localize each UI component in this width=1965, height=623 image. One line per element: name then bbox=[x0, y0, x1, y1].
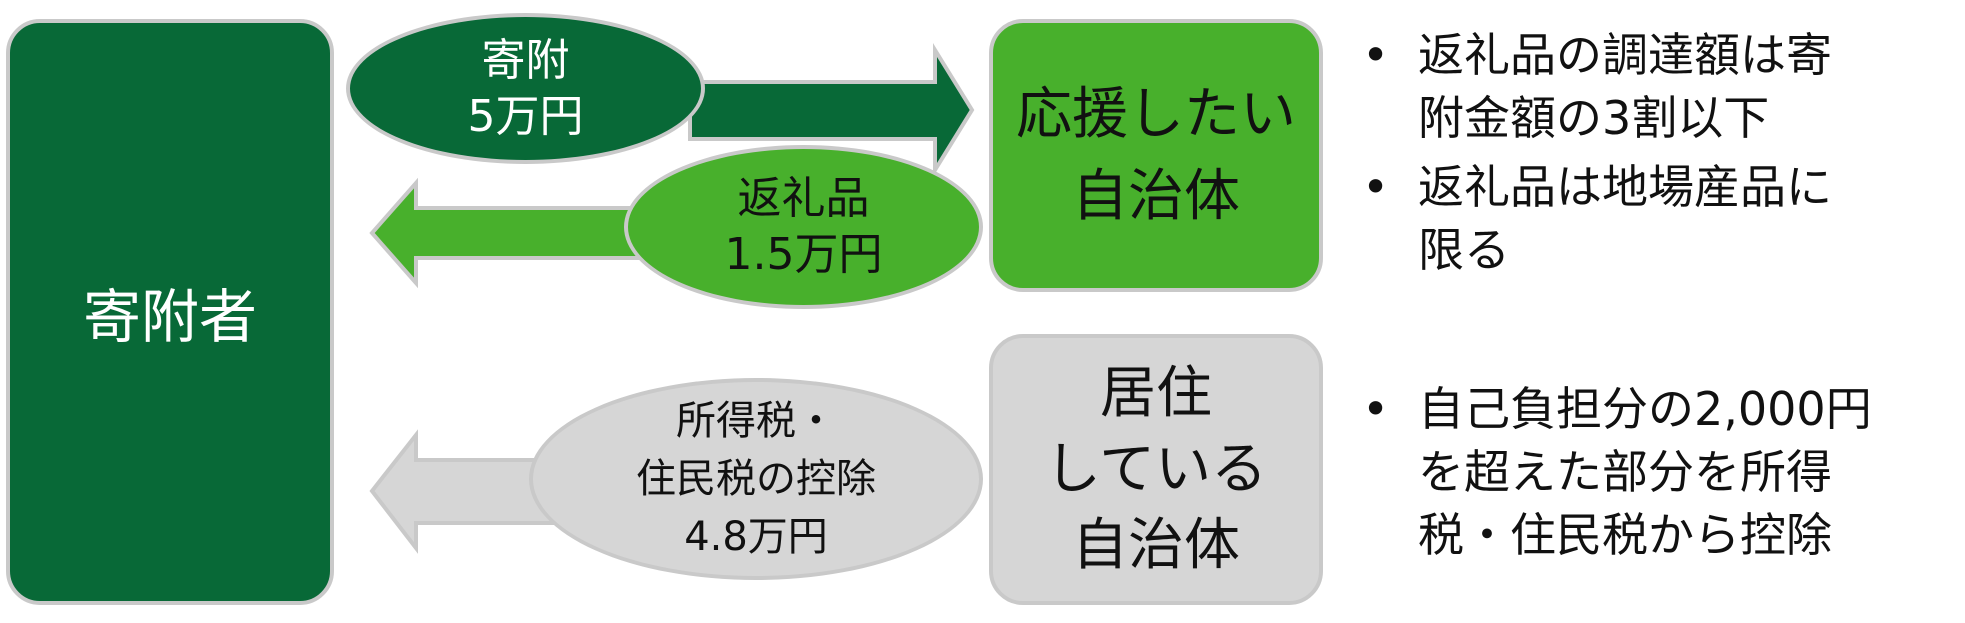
resident-municipality-line3: 自治体 bbox=[1072, 512, 1240, 578]
supported-municipality-box: 応援したい 自治体 bbox=[989, 19, 1323, 292]
resident-municipality-line2: している bbox=[1044, 436, 1268, 502]
donation-ellipse: 寄附 5万円 bbox=[346, 13, 705, 164]
resident-municipality-line1: 居住 bbox=[1100, 360, 1212, 426]
bullet-line: 返礼品は地場産品に bbox=[1418, 160, 1832, 214]
bullet-line: 限る bbox=[1418, 223, 1510, 277]
deduction-amount: 4.8万円 bbox=[684, 514, 828, 560]
resident-municipality-box: 居住 している 自治体 bbox=[989, 334, 1323, 605]
gift-arrow bbox=[369, 177, 642, 289]
donation-label: 寄附 bbox=[481, 34, 570, 86]
supported-municipality-line2: 自治体 bbox=[1072, 163, 1240, 229]
bullet-line: 税・住民税から控除 bbox=[1418, 508, 1832, 562]
deduction-arrow bbox=[369, 429, 562, 554]
bullet-line: を超えた部分を所得 bbox=[1418, 445, 1832, 499]
deduction-label-2: 住民税の控除 bbox=[636, 456, 876, 502]
donation-arrow bbox=[688, 42, 975, 178]
donor-label: 寄附者 bbox=[82, 283, 257, 351]
deduction-label-1: 所得税・ bbox=[676, 398, 836, 444]
bullet-item-procurement: • 返礼品の調達額は寄 附金額の3割以下 bbox=[1362, 24, 1832, 150]
bullet-line: 附金額の3割以下 bbox=[1418, 91, 1770, 145]
supported-municipality-line1: 応援したい bbox=[1016, 81, 1296, 147]
donation-amount: 5万円 bbox=[467, 90, 584, 142]
deduction-ellipse: 所得税・ 住民税の控除 4.8万円 bbox=[529, 378, 983, 580]
bullet-item-local-products: • 返礼品は地場産品に 限る bbox=[1362, 156, 1832, 282]
gift-amount: 1.5万円 bbox=[724, 229, 883, 280]
bullet-line: 自己負担分の2,000円 bbox=[1418, 382, 1872, 436]
bullet-line: 返礼品の調達額は寄 bbox=[1418, 28, 1832, 82]
gift-label: 返礼品 bbox=[737, 173, 870, 224]
donor-box: 寄附者 bbox=[6, 19, 334, 605]
gift-ellipse: 返礼品 1.5万円 bbox=[624, 145, 983, 309]
bullet-icon: • bbox=[1362, 28, 1390, 82]
bullet-item-deduction: • 自己負担分の2,000円 を超えた部分を所得 税・住民税から控除 bbox=[1362, 378, 1872, 567]
bullet-icon: • bbox=[1362, 160, 1390, 214]
bullet-icon: • bbox=[1362, 382, 1390, 436]
